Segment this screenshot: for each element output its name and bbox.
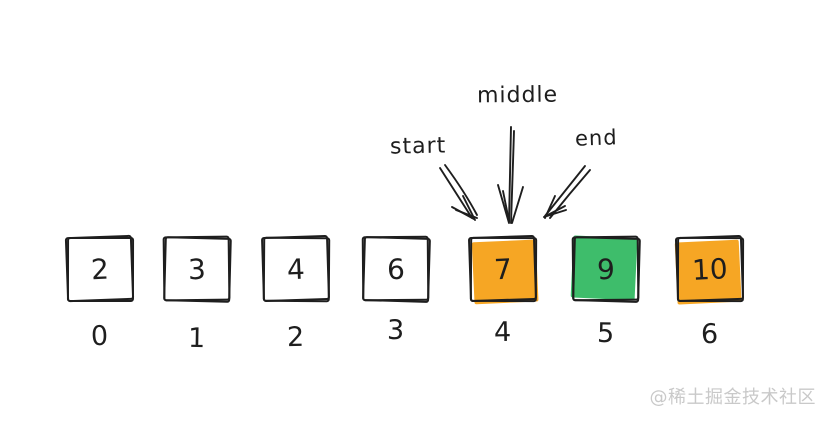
cell-value: 2 bbox=[90, 252, 110, 286]
cell-value: 4 bbox=[286, 252, 306, 286]
array-column: 7 4 bbox=[469, 236, 539, 349]
watermark: @稀土掘金技术社区 bbox=[649, 387, 816, 408]
index-label: 5 bbox=[597, 317, 615, 350]
index-label: 2 bbox=[287, 321, 305, 354]
cell-value: 3 bbox=[187, 252, 207, 286]
index-label: 6 bbox=[701, 318, 719, 351]
index-label: 4 bbox=[494, 316, 512, 349]
start-pointer-label: start bbox=[389, 133, 447, 160]
index-label: 0 bbox=[90, 320, 110, 353]
array-cell: 7 bbox=[469, 236, 539, 305]
array-column: 9 5 bbox=[570, 235, 641, 350]
cell-value: 6 bbox=[386, 252, 406, 286]
array-column: 4 2 bbox=[262, 236, 331, 353]
middle-pointer-label: middle bbox=[476, 82, 559, 109]
end-arrow-icon bbox=[543, 165, 591, 219]
array-cell: 10 bbox=[674, 236, 745, 305]
array-cell: 6 bbox=[362, 236, 431, 303]
array-cell: 3 bbox=[163, 236, 232, 303]
cell-value: 10 bbox=[691, 251, 729, 287]
start-arrow-icon bbox=[439, 164, 478, 221]
index-label: 1 bbox=[188, 322, 206, 355]
cell-value: 9 bbox=[596, 252, 616, 286]
array-cell: 2 bbox=[66, 236, 135, 303]
array-column: 2 0 bbox=[66, 236, 135, 352]
array-column: 3 1 bbox=[163, 236, 232, 354]
index-label: 3 bbox=[387, 314, 405, 347]
array-column: 6 3 bbox=[362, 236, 430, 349]
middle-arrow-icon bbox=[497, 126, 524, 224]
array-column: 10 6 bbox=[674, 236, 745, 351]
array-cell: 4 bbox=[262, 236, 331, 303]
end-pointer-label: end bbox=[574, 125, 618, 151]
array-cell: 9 bbox=[570, 235, 641, 303]
cell-value: 7 bbox=[493, 252, 513, 286]
